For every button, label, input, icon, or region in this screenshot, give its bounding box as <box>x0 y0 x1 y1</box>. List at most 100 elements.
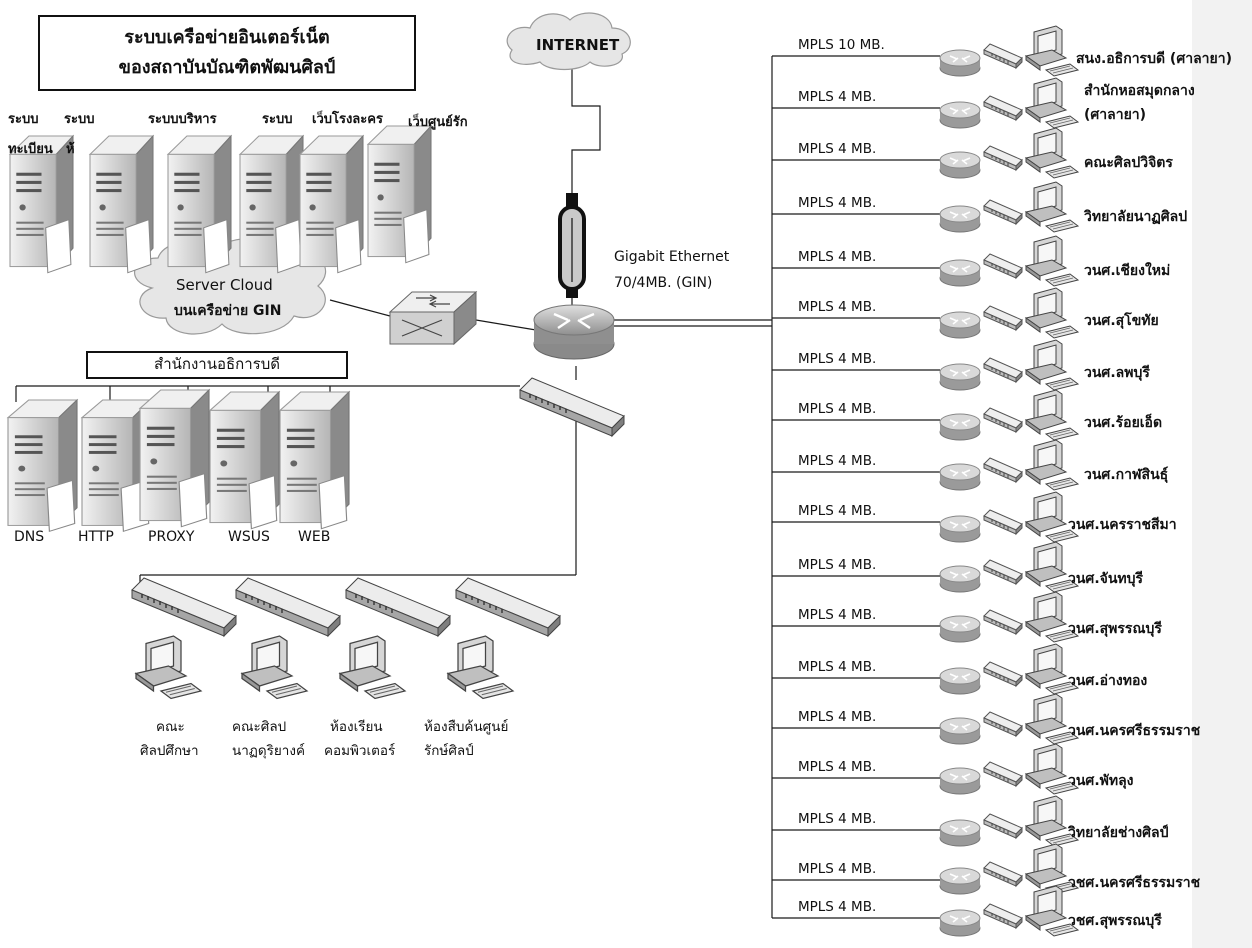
pc-icon <box>1025 389 1079 441</box>
modem-icon <box>983 95 1023 121</box>
router-icon <box>939 463 981 491</box>
modem-icon <box>983 145 1023 171</box>
lab-label-3b: คอมพิวเตอร์ <box>324 743 396 759</box>
branch-site-label: วนศ.สุโขทัย <box>1084 313 1159 329</box>
pc-icon <box>1025 439 1079 491</box>
router-icon <box>939 151 981 179</box>
modem-icon <box>983 813 1023 839</box>
mpls-label: MPLS 4 MB. <box>798 759 877 775</box>
modem-icon <box>983 305 1023 331</box>
modem-icon <box>983 199 1023 225</box>
uplink-line2: 70/4MB. (GIN) <box>614 275 713 291</box>
branch-site-label: คณะศิลปวิจิตร <box>1084 155 1173 171</box>
router-icon <box>939 819 981 847</box>
lab-label-1b: ศิลปศึกษา <box>140 743 199 759</box>
mpls-label: MPLS 4 MB. <box>798 503 877 519</box>
server-icon <box>139 389 210 528</box>
pc-icon <box>1025 339 1079 391</box>
switch-icon <box>345 577 451 637</box>
modem-icon <box>983 761 1023 787</box>
router-icon <box>939 413 981 441</box>
branch-site-label: สำนักหอสมุดกลาง <box>1084 83 1195 99</box>
router-icon <box>939 101 981 129</box>
branch-site-label: วิทยาลัยช่างศิลป์ <box>1068 825 1169 841</box>
branch-site-label: วิทยาลัยนาฏศิลป <box>1084 209 1188 225</box>
lab-label-3a: ห้องเรียน <box>330 719 383 735</box>
router-icon <box>939 259 981 287</box>
router-icon <box>939 363 981 391</box>
mpls-label: MPLS 4 MB. <box>798 249 877 265</box>
uplink-line1: Gigabit Ethernet <box>614 249 730 265</box>
switch-icon <box>235 577 341 637</box>
cloud-server-label-2b: ห้ <box>66 142 75 157</box>
modem-icon <box>983 861 1023 887</box>
mpls-label: MPLS 4 MB. <box>798 453 877 469</box>
mpls-label: MPLS 4 MB. <box>798 607 877 623</box>
mpls-label: MPLS 4 MB. <box>798 299 877 315</box>
switch-icon <box>455 577 561 637</box>
title-line2: ของสถาบันบัณฑิตพัฒนศิลป์ <box>118 57 336 78</box>
modem-icon <box>983 711 1023 737</box>
branch-site-label: วนศ.ลพบุรี <box>1084 365 1150 381</box>
mpls-label: MPLS 4 MB. <box>798 89 877 105</box>
pc-icon <box>135 635 202 700</box>
internet-label: INTERNET <box>536 36 620 54</box>
branch-site-label: วนศ.นครศรีธรรมราช <box>1068 723 1201 739</box>
office-server-group <box>7 389 350 532</box>
modem-icon <box>983 509 1023 535</box>
office-server-label-http: HTTP <box>78 529 114 545</box>
router-icon <box>939 717 981 745</box>
branch-site-label: วนศ.อ่างทอง <box>1068 673 1148 689</box>
lab-label-4b: รักษ์ศิลป์ <box>424 743 474 759</box>
diagram-title-box: ระบบเครือข่ายอินเตอร์เน็ต ของสถาบันบัณฑิ… <box>38 15 416 91</box>
page-corner-shade <box>1192 0 1252 948</box>
mpls-label: MPLS 4 MB. <box>798 709 877 725</box>
modem-icon <box>983 253 1023 279</box>
branch-site-label: วนศ.เชียงใหม่ <box>1084 263 1171 279</box>
pc-icon <box>241 635 308 700</box>
router-icon <box>939 615 981 643</box>
branch-site-label: วนศ.สุพรรณบุรี <box>1068 621 1162 637</box>
mpls-label: MPLS 4 MB. <box>798 557 877 573</box>
cloud-server-label-1a: ระบบ <box>8 112 39 127</box>
mpls-label: MPLS 4 MB. <box>798 351 877 367</box>
pc-icon <box>1025 77 1079 129</box>
cloud-server-label-3: ระบบบริหาร <box>148 112 217 127</box>
router-icon <box>939 867 981 895</box>
server-icon <box>209 391 280 530</box>
office-server-label-wsus: WSUS <box>228 529 270 545</box>
lab-label-1a: คณะ <box>156 719 185 735</box>
modem-icon <box>983 357 1023 383</box>
branch-icon-group <box>939 25 1079 937</box>
server-icon <box>299 135 364 274</box>
switch-icon <box>131 577 237 637</box>
server-cloud-line2: บนเครือข่าย GIN <box>174 303 282 319</box>
office-server-label-proxy: PROXY <box>148 529 195 545</box>
modem-icon <box>983 457 1023 483</box>
lab-label-4a: ห้องสืบค้นศูนย์ <box>424 719 509 735</box>
pc-icon <box>1025 287 1079 339</box>
office-label-box: สำนักงานอธิการบดี <box>86 351 348 379</box>
cloud-server-label-4: ระบบ <box>262 112 293 127</box>
pc-icon <box>339 635 406 700</box>
branch-site-label: วนศ.นครราชสีมา <box>1068 517 1177 533</box>
fiber-connector-icon <box>558 193 586 298</box>
branch-site-label: วชศ.สุพรรณบุรี <box>1068 913 1162 929</box>
branch-site-label: วนศ.กาฬสินธุ์ <box>1084 467 1169 483</box>
mpls-label: MPLS 4 MB. <box>798 659 877 675</box>
router-icon <box>939 311 981 339</box>
server-icon <box>279 391 350 530</box>
modem-icon <box>983 609 1023 635</box>
mpls-label: MPLS 4 MB. <box>798 141 877 157</box>
server-cloud-line1: Server Cloud <box>176 276 273 294</box>
mpls-label: MPLS 4 MB. <box>798 861 877 877</box>
router-icon <box>939 565 981 593</box>
pc-icon <box>1025 181 1079 233</box>
branch-site-label: วนศ.พัทลุง <box>1068 773 1134 789</box>
router-icon <box>939 515 981 543</box>
cloud-server-label-2a: ระบบ <box>64 112 95 127</box>
wan-links <box>772 55 940 919</box>
cloud-server-label-5: เว็บโรงละคร <box>312 112 383 127</box>
mpls-label: MPLS 4 MB. <box>798 811 877 827</box>
